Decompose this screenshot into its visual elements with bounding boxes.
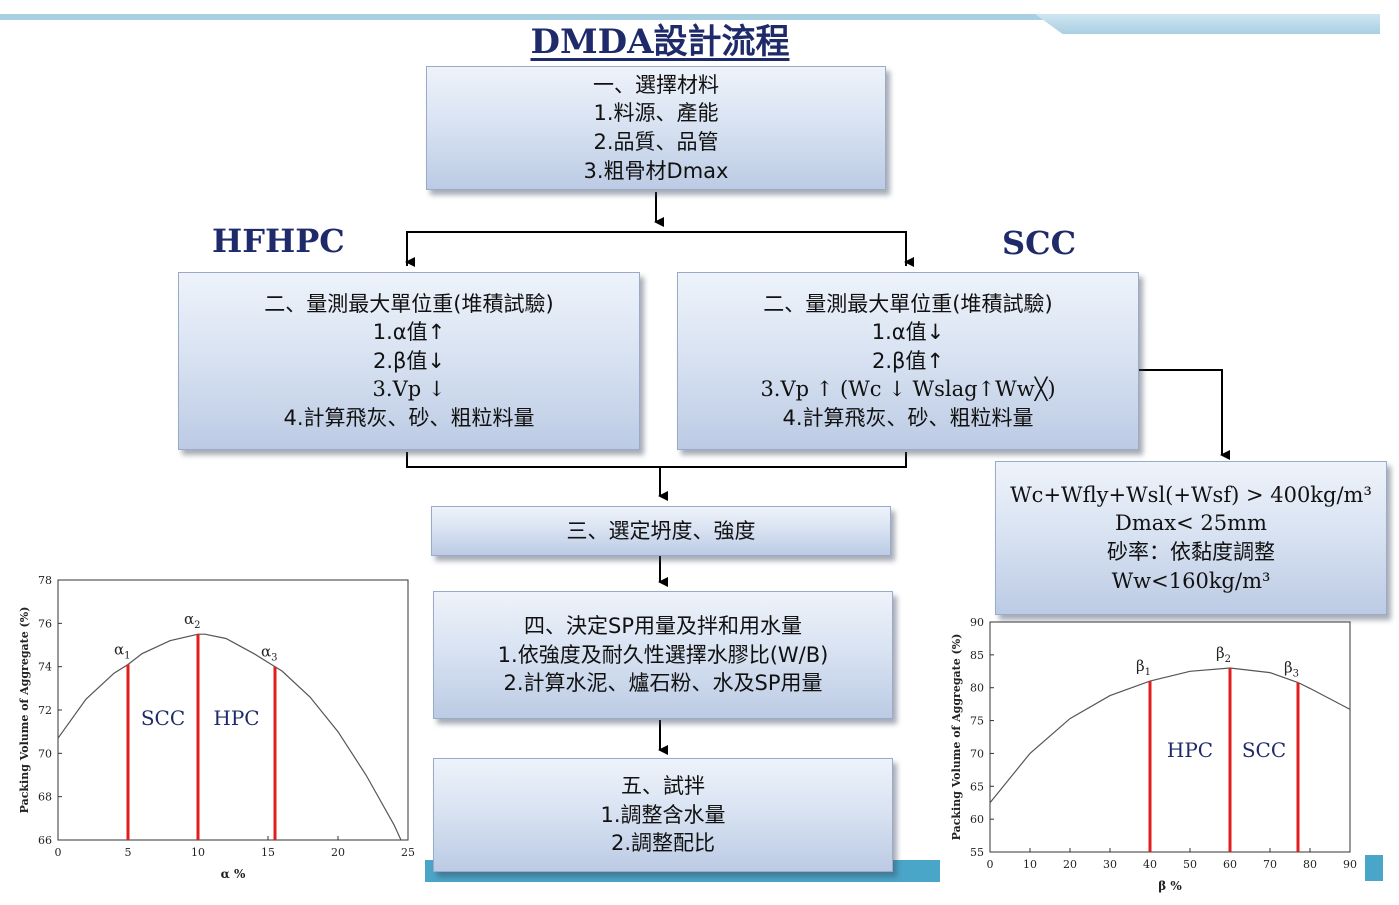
step1-select-materials: 一、選擇材料 1.料源、產能 2.品質、品管 3.粗骨材Dmax [426,66,886,190]
y-axis-label: Packing Volume of Aggregate (%) [950,634,963,841]
bottom-decorative-bar-right [1365,855,1383,881]
y-tick-label: 60 [970,813,984,826]
y-tick-label: 70 [38,747,52,760]
x-tick-label: 30 [1103,858,1117,871]
packing-curve [57,633,402,841]
step2-left-item: 1.α值↑ [372,320,446,345]
y-axis-label: Packing Volume of Aggregate (%) [18,607,31,814]
x-tick-label: 0 [55,846,62,859]
scc-water-requirement: Ww<160kg/m³ [1111,568,1271,593]
step4-item: 1.依強度及耐久性選擇水膠比(W/B) [497,642,829,667]
x-tick-label: 10 [191,846,205,859]
label-hfhpc: HFHPC [212,222,345,260]
y-tick-label: 90 [970,616,984,629]
scc-sand-ratio: 砂率：依黏度調整 [1107,540,1275,564]
marker-label: α2 [184,610,201,631]
x-tick-label: 50 [1183,858,1197,871]
step4-item: 2.計算水泥、爐石粉、水及SP用量 [503,671,823,696]
step4-sp-water: 四、決定SP用量及拌和用水量 1.依強度及耐久性選擇水膠比(W/B) 2.計算水… [433,591,893,719]
step2-right-item: 2.β值↑ [871,348,945,373]
x-tick-label: 20 [331,846,345,859]
step2-right-item: 1.α值↓ [871,320,945,345]
label-scc: SCC [1002,224,1077,262]
step5-heading: 五、試拌 [621,774,705,799]
y-tick-label: 74 [38,661,52,674]
step2-right-item: 3.Vp ↑ (Wc ↓ Wslag↑Ww╳) [760,377,1056,402]
x-tick-label: 0 [987,858,994,871]
x-tick-label: 70 [1263,858,1277,871]
marker-label: β2 [1216,644,1231,665]
beta-packing-chart: 0 10 20 30 40 50 60 70 80 90 55 60 65 70 75 80 85 90 β % Pa… [950,616,1357,893]
alpha-packing-chart: 0 5 10 15 20 25 66 68 70 72 74 76 78 α % Packing Volum… [18,574,415,881]
step2-left-item: 4.計算飛灰、砂、粗粒料量 [283,405,535,430]
x-tick-label: 10 [1023,858,1037,871]
x-tick-label: 25 [401,846,415,859]
step1-item: 2.品質、品管 [593,130,719,154]
top-decorative-bar [0,14,1380,20]
marker-label: β3 [1284,658,1299,679]
scc-binder-requirement: Wc+Wfly+Wsl(+Wsf) > 400kg/m³ [1010,482,1372,507]
y-tick-label: 80 [970,682,984,695]
x-tick-label: 15 [261,846,275,859]
region-label: HPC [213,706,259,730]
packing-curve [989,667,1351,804]
plot-area [989,621,1351,853]
x-tick-label: 90 [1343,858,1357,871]
marker-label: α3 [261,643,278,664]
region-label: HPC [1167,738,1213,762]
x-tick-label: 60 [1223,858,1237,871]
top-decorative-tab [1035,14,1380,34]
step2-left-heading: 二、量測最大單位重(堆積試驗) [264,291,554,316]
y-tick-label: 78 [38,574,52,587]
step2-left-hfhpc: 二、量測最大單位重(堆積試驗) 1.α值↑ 2.β值↓ 3.Vp ↓ 4.計算飛… [178,272,640,450]
marker-label: α1 [114,641,131,662]
step5-item: 1.調整含水量 [600,802,726,827]
step1-heading: 一、選擇材料 [593,72,719,97]
step5-trial-mix: 五、試拌 1.調整含水量 2.調整配比 [433,758,893,872]
marker-label: β1 [1136,657,1151,678]
x-tick-label: 40 [1143,858,1157,871]
y-tick-label: 85 [970,649,984,662]
step2-right-item: 4.計算飛灰、砂、粗粒料量 [782,405,1034,430]
step1-item: 1.料源、產能 [593,101,719,126]
x-tick-label: 80 [1303,858,1317,871]
split-connector [406,231,907,266]
y-tick-label: 65 [970,780,984,793]
y-tick-label: 70 [970,747,984,760]
page-title: DMDA設計流程 [530,22,790,62]
region-label: SCC [141,706,185,730]
plot-area [57,579,409,841]
step2-left-item: 3.Vp ↓ [372,377,446,402]
step3-heading: 三、選定坍度、強度 [566,518,756,543]
side-connector [1138,369,1223,452]
step1-item: 3.粗骨材Dmax [583,158,729,183]
x-axis-label: β % [1158,879,1182,893]
y-tick-label: 75 [970,715,984,728]
scc-requirements-box: Wc+Wfly+Wsl(+Wsf) > 400kg/m³ Dmax< 25mm … [995,461,1387,615]
step3-slump-strength: 三、選定坍度、強度 [431,506,891,556]
step4-heading: 四、決定SP用量及拌和用水量 [524,614,802,639]
y-tick-label: 66 [38,834,52,847]
x-axis-label: α % [221,867,246,881]
y-tick-label: 68 [38,791,52,804]
step2-right-heading: 二、量測最大單位重(堆積試驗) [763,291,1053,316]
merge-connector [406,452,907,468]
x-tick-label: 5 [125,846,132,859]
step2-left-item: 2.β值↓ [372,348,446,373]
y-tick-label: 76 [38,617,52,630]
step5-item: 2.調整配比 [610,831,716,856]
y-tick-label: 55 [970,846,984,859]
scc-dmax-requirement: Dmax< 25mm [1115,511,1267,536]
step2-right-scc: 二、量測最大單位重(堆積試驗) 1.α值↓ 2.β值↑ 3.Vp ↑ (Wc ↓… [677,272,1139,450]
region-label: SCC [1242,738,1286,762]
y-tick-label: 72 [38,704,52,717]
x-tick-label: 20 [1063,858,1077,871]
